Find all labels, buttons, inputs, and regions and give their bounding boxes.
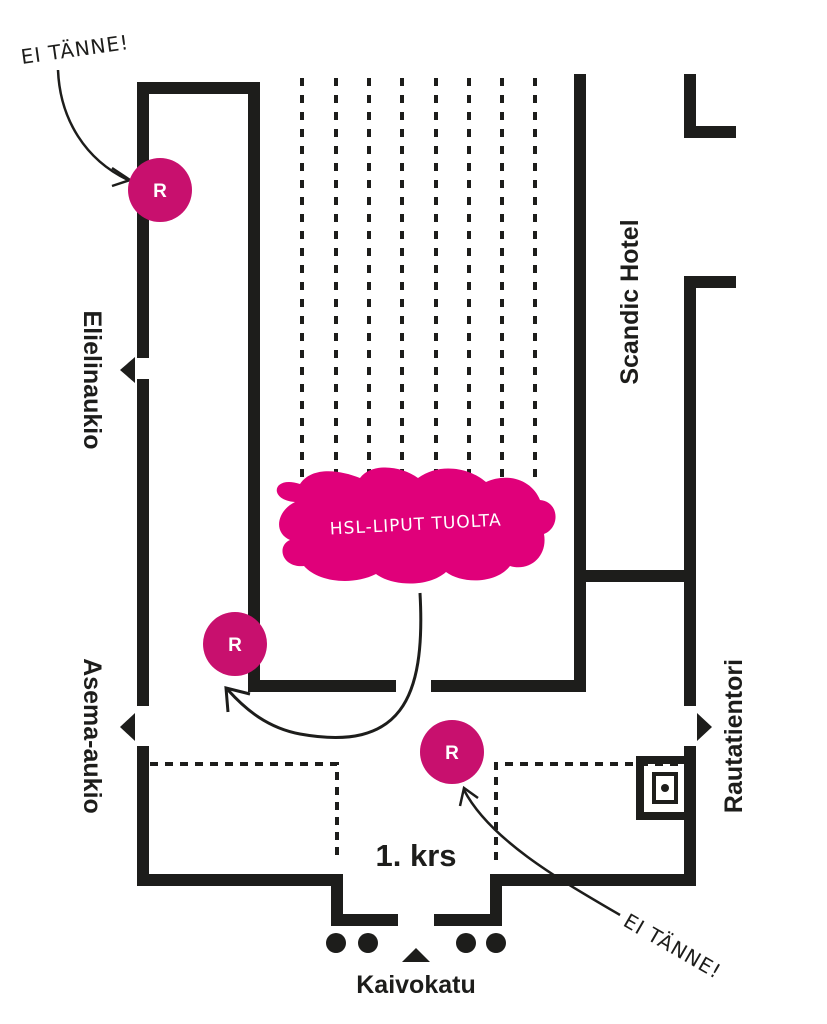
entrance-arrow-elielinaukio	[120, 357, 135, 383]
street-label-rautatientori: Rautatientori	[720, 659, 748, 813]
marker-r-bottom[interactable]: R	[420, 720, 484, 784]
warning-arrow-bottom-right	[462, 789, 621, 917]
marker-r-middle-label: R	[228, 635, 242, 656]
platform-boundary	[150, 762, 684, 860]
marker-r-bottom-label: R	[445, 743, 459, 764]
warning-top-left: EI TÄNNE!	[19, 30, 133, 188]
warning-text-top-left: EI TÄNNE!	[19, 30, 130, 69]
tracks	[300, 78, 537, 484]
entrance-arrows	[120, 357, 712, 962]
warning-arrow-top-left	[56, 69, 129, 182]
street-label-scandic-hotel: Scandic Hotel	[616, 219, 644, 384]
building-walls	[137, 74, 736, 926]
marker-r-middle[interactable]: R	[203, 612, 267, 676]
street-label-kaivokatu: Kaivokatu	[356, 971, 475, 999]
callout-arrow	[226, 592, 423, 739]
callout-cloud	[276, 467, 556, 584]
entrance-arrow-kaivokatu	[402, 948, 430, 962]
floor-label: 1. krs	[375, 838, 456, 873]
marker-r-top[interactable]: R	[128, 158, 192, 222]
hsl-tickets-callout: HSL-LIPUT TUOLTA	[224, 467, 556, 739]
warning-text-bottom-right: EI TÄNNE!	[620, 909, 726, 984]
entrance-arrow-rautatientori	[697, 713, 712, 741]
street-label-asema-aukio: Asema-aukio	[78, 658, 106, 814]
kaivokatu-bollards	[326, 933, 506, 953]
lift-icon	[636, 756, 694, 820]
marker-r-top-label: R	[153, 181, 167, 202]
entrance-arrow-asema-aukio	[120, 713, 135, 741]
street-label-elielinaukio: Elielinaukio	[78, 311, 106, 450]
